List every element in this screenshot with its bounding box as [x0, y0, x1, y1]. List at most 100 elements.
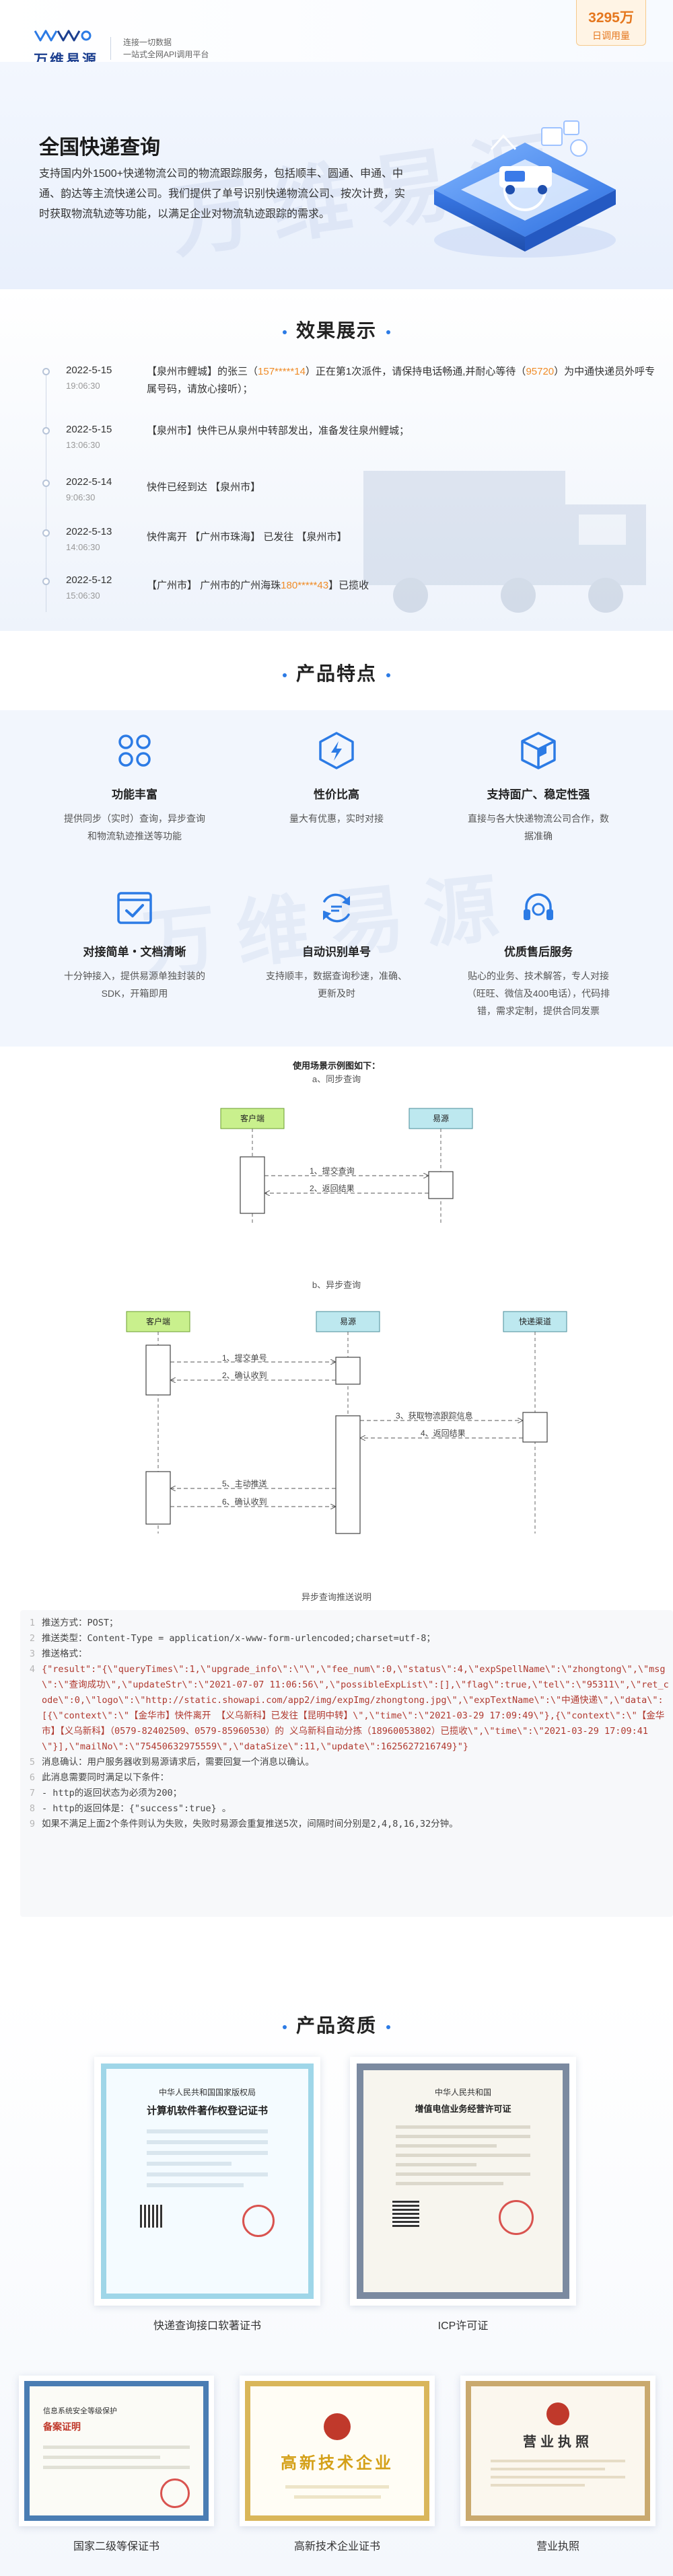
timeline-date: 2022-5-15 [66, 365, 112, 376]
daily-calls-label: 日调用量 [592, 30, 630, 41]
feature-desc: 支持顺丰，数据查询秒速，准确、更新及时 [266, 971, 407, 999]
code-text: - http的返回状态为必须为200； [42, 1788, 182, 1798]
seal-icon [242, 2205, 275, 2237]
push-caption: 异步查询推送说明 [301, 1592, 371, 1602]
effect-title: 效果展示 [0, 316, 673, 343]
cert-card[interactable]: 中华人民共和国国家版权局 计算机软件著作权登记证书 快递查询接口软著证书 [94, 2057, 320, 2333]
timeline-time: 14:06:30 [66, 542, 100, 552]
truck-background-icon [363, 471, 646, 613]
line-number: 3 [29, 1649, 35, 1659]
masked-phone: 157*****14 [258, 366, 306, 377]
cert-caption: 高新技术企业证书 [293, 2541, 380, 2552]
timeline-dot [42, 578, 50, 585]
cert-document: 中华人民共和国国家版权局 计算机软件著作权登记证书 [101, 2063, 314, 2299]
certs-title: 产品资质 [0, 2011, 673, 2038]
effect-title-text: 效果展示 [295, 320, 377, 341]
feature-name: 优质售后服务 [504, 946, 573, 958]
cert-image: 中华人民共和国国家版权局 计算机软件著作权登记证书 [94, 2057, 320, 2306]
feature-card: 对接简单・文档清晰 十分钟接入，提供易源单独封装的SDK，开箱即用 [34, 886, 236, 1002]
hero-banner: 万维易源 全国快递查询 支持国内外1500+快递物流公司的物流跟踪服务，包括顺丰… [0, 62, 673, 289]
cert-caption: 国家二级等保证书 [73, 2541, 160, 2552]
timeline-text: 【广州市】 广州市的广州海珠180*****43】已揽收 [147, 577, 658, 595]
code-line: 7- http的返回状态为必须为200； [20, 1786, 673, 1801]
cert-card[interactable]: 高新技术企业 高新技术企业证书 [240, 2376, 435, 2553]
cert-heading: 营业执照 [523, 2435, 593, 2450]
seal-icon [499, 2200, 534, 2235]
daily-calls-badge: 3295万 日调用量 [576, 0, 646, 46]
sync-caption: a、同步查询 [312, 1074, 361, 1084]
hotline-number: 95720 [526, 366, 555, 377]
title-dot-right [386, 2024, 390, 2029]
cert-caption: ICP许可证 [437, 2320, 489, 2332]
qr-code-icon [140, 2205, 163, 2228]
diagram-caption: 使用场景示例图如下： [292, 1061, 380, 1071]
lightning-icon [319, 732, 354, 769]
async-caption: b、异步查询 [312, 1280, 361, 1290]
feature-name: 性价比高 [314, 788, 359, 801]
cert-body [491, 2460, 625, 2487]
tagline-2: 一站式全网API调用平台 [123, 49, 209, 59]
grid-icon [118, 734, 151, 767]
tagline-1: 连接一切数据 [123, 37, 172, 47]
cert-card[interactable]: 信息系统安全等级保护 备案证明 国家二级等保证书 [19, 2376, 214, 2553]
timeline-dot [42, 368, 50, 375]
cert-heading: 信息系统安全等级保护 [43, 2407, 117, 2415]
code-text: 推送格式： [42, 1649, 87, 1659]
cert-document: 中华人民共和国 增值电信业务经营许可证 [357, 2063, 569, 2299]
title-dot-left [282, 2024, 287, 2029]
client-label: 客户端 [145, 1317, 170, 1326]
sequence-diagram-svg [126, 1108, 567, 1534]
code-line: 3 推送格式： [20, 1646, 673, 1662]
code-line: 5 消息确认：用户服务器收到易源请求后，需要回复一个消息以确认。 [20, 1755, 673, 1770]
timeline-text: 【泉州市鲤城】的张三（157*****14）正在第1次派件，请保持电话畅通,并耐… [147, 363, 658, 398]
title-dot-left [282, 673, 287, 677]
cert-document: 信息系统安全等级保护 备案证明 [24, 2381, 209, 2521]
qr-code-icon [392, 2200, 419, 2227]
timeline-time: 13:06:30 [66, 440, 100, 450]
brand-divider [110, 36, 111, 60]
async-msg-4: 4、返回结果 [421, 1429, 466, 1438]
cert-image: 高新技术企业 [240, 2376, 435, 2526]
code-text: 消息确认：用户服务器收到易源请求后，需要回复一个消息以确认。 [42, 1757, 314, 1768]
feature-card: 自动识别单号 支持顺丰，数据查询秒速，准确、更新及时 [236, 886, 437, 1002]
top-bar: 万维易源 连接一切数据 一站式全网API调用平台 3295万 日调用量 [0, 0, 673, 68]
timeline-date: 2022-5-12 [66, 574, 112, 586]
feature-name: 对接简单・文档清晰 [83, 946, 186, 958]
timeline-text: 【泉州市】快件已从泉州中转部发出，准备发往泉州鲤城； [147, 425, 410, 437]
masked-phone: 180*****43 [281, 580, 329, 591]
features-section: 万维易源 功能丰富 提供同步（实时）查询，异步查询和物流轨迹推送等功能 性价比高… [0, 710, 673, 1047]
cert-image: 中华人民共和国 增值电信业务经营许可证 [350, 2057, 576, 2306]
title-dot-left [282, 330, 287, 334]
cube-icon [521, 732, 556, 769]
feature-name: 自动识别单号 [302, 946, 371, 958]
features-title-text: 产品特点 [295, 663, 377, 684]
seal-icon [160, 2478, 190, 2508]
timeline-text-part: 【泉州市鲤城】的张三（ [147, 366, 258, 377]
refresh-icon [323, 893, 350, 923]
feature-card: 优质售后服务 贴心的业务、技术解答，专人对接（旺旺、微信及400电话），代码排错… [437, 886, 639, 1020]
cert-heading: 高新技术企业 [281, 2454, 394, 2472]
async-msg-5: 5、主动推送 [222, 1479, 267, 1488]
cert-heading: 中华人民共和国国家版权局 [158, 2088, 256, 2097]
page-title: 全国快递查询 [39, 137, 160, 159]
emblem-icon [546, 2402, 569, 2425]
sequence-diagram: 使用场景示例图如下： a、同步查询 [0, 1049, 673, 1602]
cert-caption: 快递查询接口软著证书 [153, 2320, 261, 2332]
yiyuan-label: 易源 [339, 1317, 356, 1326]
async-msg-1: 1、提交单号 [222, 1353, 267, 1363]
courier-label: 快递渠道 [518, 1317, 551, 1326]
line-number: 5 [29, 1757, 35, 1768]
async-msg-2: 2、确认收到 [222, 1371, 267, 1380]
feature-desc: 十分钟接入，提供易源单独封装的SDK，开箱即用 [64, 971, 205, 999]
code-line: 4{"result":"{\"queryTimes\":1,\"upgrade_… [20, 1662, 673, 1755]
line-number: 6 [29, 1772, 35, 1783]
timeline-time: 15:06:30 [66, 591, 100, 601]
cert-card[interactable]: 中华人民共和国 增值电信业务经营许可证 ICP许可证 [350, 2057, 576, 2333]
cert-document: 营业执照 [466, 2381, 650, 2521]
cert-card[interactable]: 营业执照 营业执照 [460, 2376, 656, 2553]
code-line: 8- http的返回体是：{"success":true} 。 [20, 1801, 673, 1817]
